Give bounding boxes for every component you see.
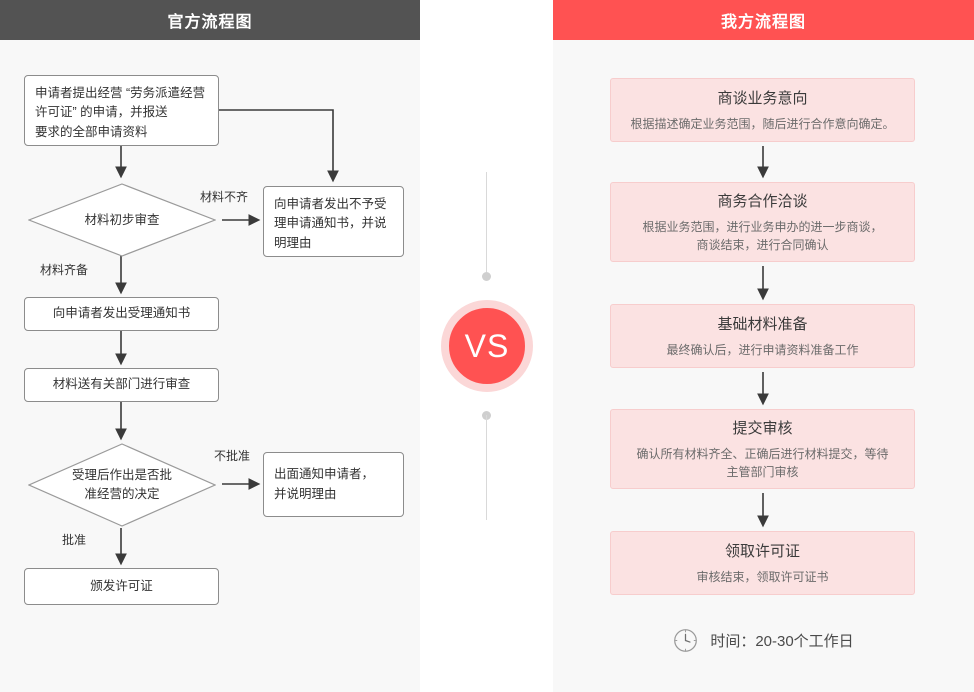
- our-step-4-desc-line1: 确认所有材料齐全、正确后进行材料提交，等待: [636, 447, 889, 461]
- our-step-4-title: 提交审核: [732, 420, 793, 437]
- our-step-3-title: 基础材料准备: [717, 316, 808, 333]
- official-node-apply-line3: 要求的全部申请资料: [35, 124, 148, 139]
- official-node-decision-label: 受理后作出是否批 准经营的决定: [72, 466, 172, 504]
- edge-label-not-approved: 不批准: [214, 449, 251, 463]
- official-node-accept-notice-label: 向申请者发出受理通知书: [52, 306, 191, 321]
- vs-line-top: [486, 172, 487, 277]
- our-panel-title: 我方流程图: [553, 0, 974, 40]
- official-node-reject-notice-line2: 理申请通知书，并说: [274, 216, 387, 231]
- diamond-shape-icon: [28, 183, 216, 257]
- our-step-5: 领取许可证 审核结束，领取许可证书: [610, 531, 915, 595]
- official-node-apply: 申请者提出经营 “劳务派遣经营 许可证” 的申请，并报送 要求的全部申请资料: [24, 75, 219, 146]
- official-node-send-departments-label: 材料送有关部门进行审查: [52, 377, 191, 392]
- official-node-disapprove-notice-line1: 出面通知申请者，: [274, 467, 375, 482]
- our-step-5-title: 领取许可证: [724, 543, 800, 560]
- our-step-1: 商谈业务意向 根据描述确定业务范围，随后进行合作意向确定。: [610, 78, 915, 142]
- our-step-5-desc: 审核结束，领取许可证书: [696, 568, 828, 586]
- official-node-decision-line2: 准经营的决定: [84, 487, 160, 501]
- our-step-3: 基础材料准备 最终确认后，进行申请资料准备工作: [610, 304, 915, 368]
- official-node-issue-license: 颁发许可证: [24, 568, 219, 605]
- our-flow-panel: 我方流程图 商谈业务意向 根据描述确定业务范围，随后进行合作意向确定。 商务合作…: [553, 0, 974, 692]
- processing-time-label: 时间：20-30个工作日: [710, 632, 854, 650]
- official-node-decision: 受理后作出是否批 准经营的决定: [28, 443, 216, 527]
- our-step-3-desc: 最终确认后，进行申请资料准备工作: [666, 341, 858, 359]
- vs-divider: VS: [420, 0, 553, 692]
- our-step-2-desc-line2: 商谈结束，进行合同确认: [696, 238, 829, 252]
- our-step-1-title: 商谈业务意向: [717, 90, 808, 107]
- clock-icon: [674, 628, 698, 652]
- our-step-1-desc-line1: 根据描述确定业务范围，随后进行合作意向确定。: [630, 117, 895, 131]
- our-step-2-desc-line1: 根据业务范围，进行业务申办的进一步商谈，: [642, 220, 883, 234]
- our-step-5-desc-line1: 审核结束，领取许可证书: [696, 570, 829, 584]
- our-step-4: 提交审核 确认所有材料齐全、正确后进行材料提交，等待 主管部门审核: [610, 409, 915, 489]
- official-node-accept-notice: 向申请者发出受理通知书: [24, 297, 219, 331]
- official-node-reject-notice-line3: 明理由: [274, 235, 312, 250]
- official-node-apply-line2: 许可证” 的申请，并报送: [35, 105, 168, 120]
- edge-label-materials-incomplete: 材料不齐: [200, 190, 249, 204]
- our-step-4-desc-line2: 主管部门审核: [726, 465, 799, 479]
- vs-badge: VS: [441, 300, 533, 392]
- vs-dot-top: [482, 272, 491, 281]
- diamond-shape-icon: [28, 443, 216, 527]
- official-node-first-review-label: 材料初步审查: [84, 212, 160, 227]
- edge-label-approved: 批准: [62, 533, 87, 547]
- our-step-3-desc-line1: 最终确认后，进行申请资料准备工作: [666, 343, 859, 357]
- processing-time-row: 时间：20-30个工作日: [553, 620, 974, 660]
- official-flow-panel: 官方流程图 申请者提出经: [0, 0, 420, 692]
- official-node-reject-notice: 向申请者发出不予受 理申请通知书，并说 明理由: [263, 186, 404, 257]
- official-node-decision-line1: 受理后作出是否批: [71, 468, 172, 483]
- our-step-1-desc: 根据描述确定业务范围，随后进行合作意向确定。: [630, 115, 894, 133]
- official-node-first-review: 材料初步审查: [28, 183, 216, 257]
- official-node-send-departments: 材料送有关部门进行审查: [24, 368, 219, 402]
- official-panel-title: 官方流程图: [0, 0, 420, 40]
- official-node-issue-license-label: 颁发许可证: [90, 578, 153, 593]
- official-node-apply-line1: 申请者提出经营 “劳务派遣经营: [35, 86, 206, 100]
- our-step-2-title: 商务合作洽谈: [717, 193, 808, 210]
- our-step-4-desc: 确认所有材料齐全、正确后进行材料提交，等待 主管部门审核: [636, 445, 888, 481]
- official-node-disapprove-notice: 出面通知申请者， 并说明理由: [263, 452, 404, 517]
- edge-label-materials-complete: 材料齐备: [40, 263, 89, 277]
- official-node-reject-notice-line1: 向申请者发出不予受: [274, 197, 387, 211]
- official-node-disapprove-notice-line2: 并说明理由: [274, 486, 337, 501]
- our-step-2-desc: 根据业务范围，进行业务申办的进一步商谈， 商谈结束，进行合同确认: [642, 218, 882, 254]
- vs-line-bottom: [486, 415, 487, 520]
- our-step-2: 商务合作洽谈 根据业务范围，进行业务申办的进一步商谈， 商谈结束，进行合同确认: [610, 182, 915, 262]
